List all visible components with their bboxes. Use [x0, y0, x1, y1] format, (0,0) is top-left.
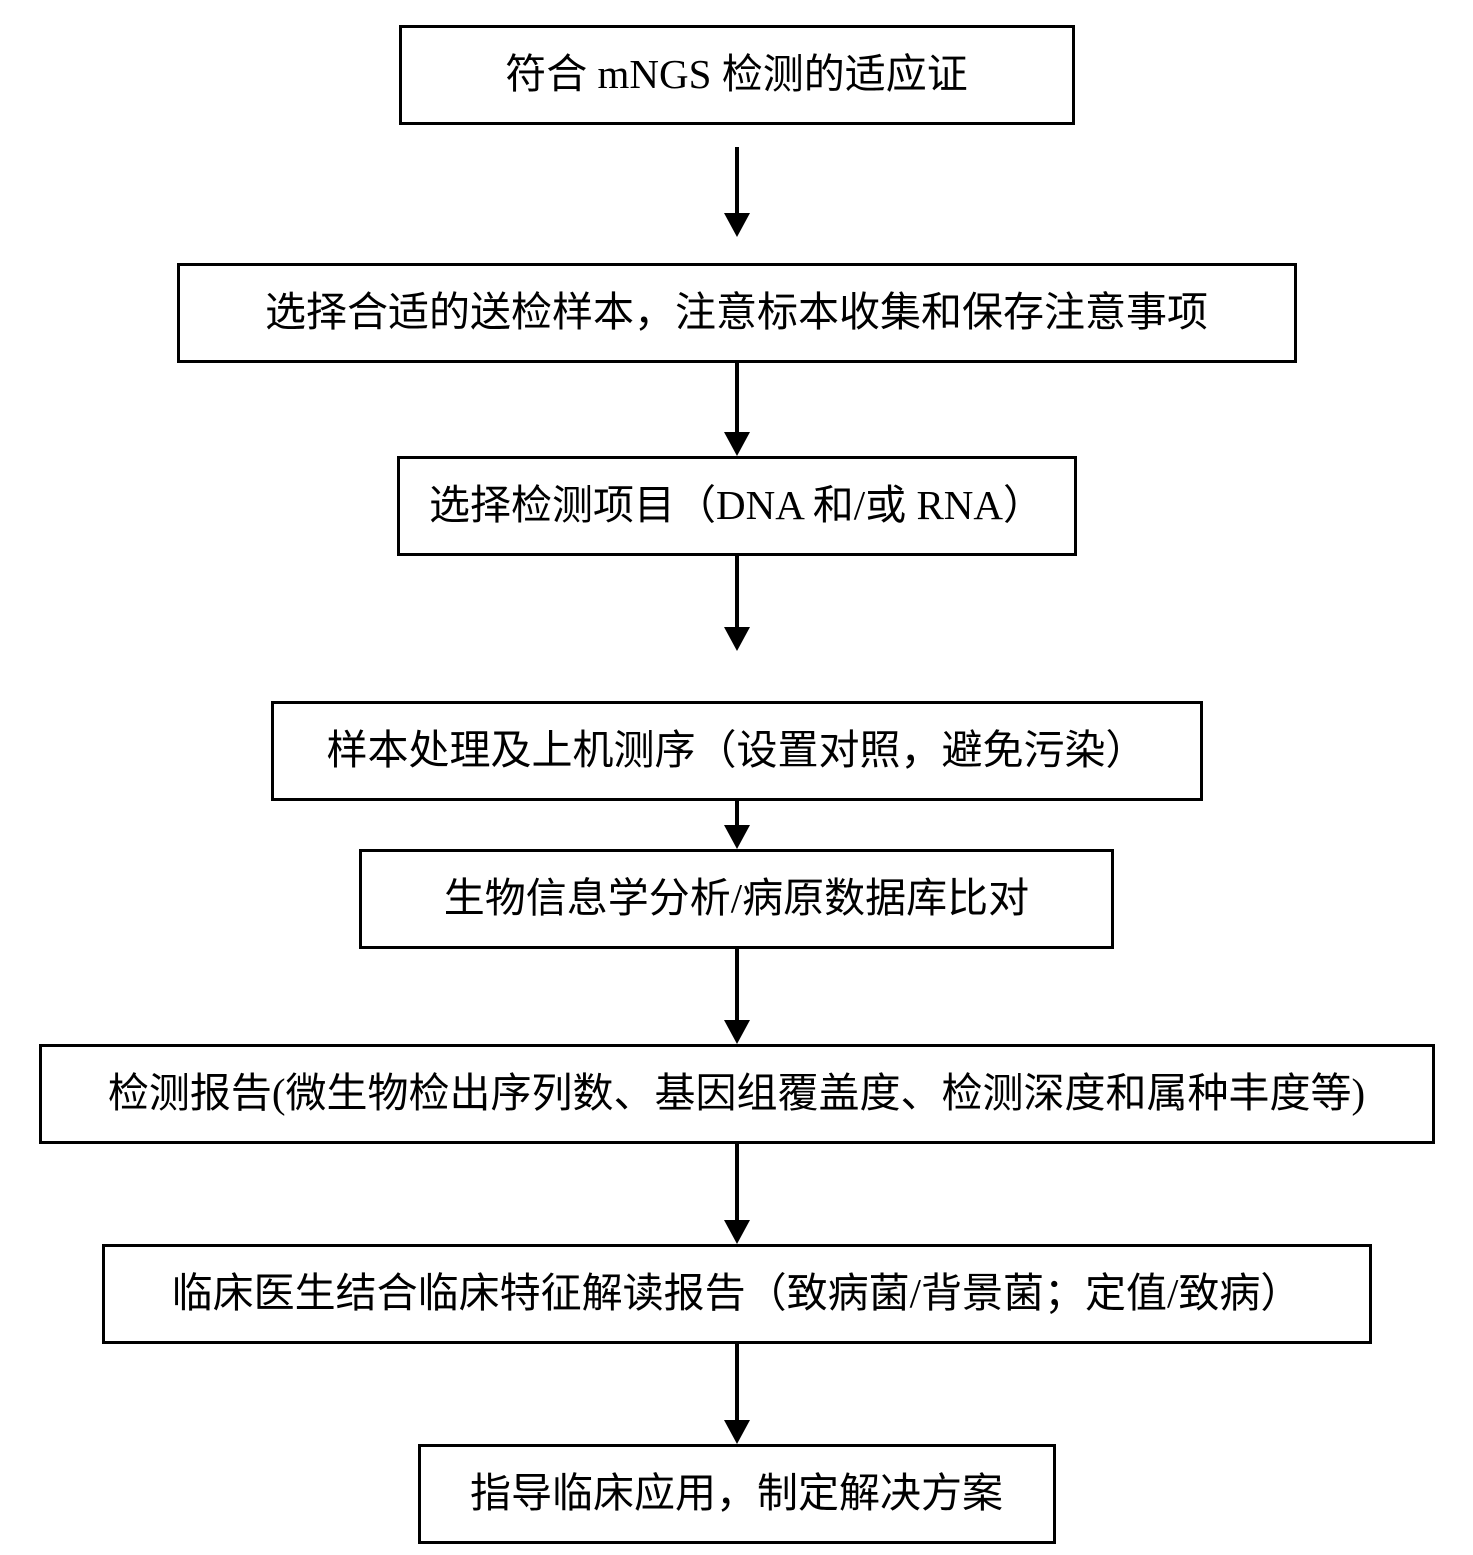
arrow-head-icon: [723, 432, 750, 456]
flowchart-step-5-label: 生物信息学分析/病原数据库比对: [443, 875, 1030, 922]
flowchart-step-1: 符合 mNGS 检测的适应证: [398, 25, 1075, 125]
flowchart-step-3-label: 选择检测项目（DNA 和/或 RNA）: [428, 482, 1045, 529]
arrow-shaft: [734, 147, 739, 213]
flowchart-step-6: 检测报告(微生物检出序列数、基因组覆盖度、检测深度和属种丰度等): [38, 1044, 1435, 1144]
arrow-head-icon: [723, 627, 750, 651]
flow-arrow-5: [723, 949, 750, 1044]
flowchart-step-8-label: 指导临床应用，制定解决方案: [470, 1470, 1003, 1517]
arrow-shaft: [734, 1144, 739, 1220]
arrow-shaft: [734, 556, 739, 627]
flowchart-step-2: 选择合适的送检样本，注意标本收集和保存注意事项: [176, 263, 1297, 363]
arrow-head-icon: [723, 213, 750, 237]
arrow-shaft: [734, 949, 739, 1020]
flowchart-step-2-label: 选择合适的送检样本，注意标本收集和保存注意事项: [265, 289, 1208, 336]
flow-arrow-1: [723, 125, 750, 263]
flowchart-step-7: 临床医生结合临床特征解读报告（致病菌/背景菌；定值/致病）: [101, 1244, 1372, 1344]
arrow-head-icon: [723, 1020, 750, 1044]
flowchart-step-6-label: 检测报告(微生物检出序列数、基因组覆盖度、检测深度和属种丰度等): [107, 1070, 1366, 1117]
flow-arrow-3: [723, 556, 750, 701]
flowchart-step-4-label: 样本处理及上机测序（设置对照，避免污染）: [326, 727, 1147, 774]
flow-arrow-2: [723, 363, 750, 456]
flowchart-step-7-label: 临床医生结合临床特征解读报告（致病菌/背景菌；定值/致病）: [171, 1270, 1302, 1317]
flowchart-step-8: 指导临床应用，制定解决方案: [417, 1444, 1056, 1544]
flowchart-step-1-label: 符合 mNGS 检测的适应证: [505, 51, 968, 98]
flow-arrow-7: [723, 1344, 750, 1444]
arrow-shaft: [734, 801, 739, 825]
arrow-head-icon: [723, 825, 750, 849]
arrow-shaft: [734, 1344, 739, 1420]
arrow-head-icon: [723, 1420, 750, 1444]
flowchart-step-3: 选择检测项目（DNA 和/或 RNA）: [396, 456, 1077, 556]
flow-arrow-4: [723, 801, 750, 849]
arrow-head-icon: [723, 1220, 750, 1244]
flowchart-step-4: 样本处理及上机测序（设置对照，避免污染）: [270, 701, 1203, 801]
flowchart-step-5: 生物信息学分析/病原数据库比对: [359, 849, 1114, 949]
arrow-shaft: [734, 363, 739, 432]
flow-arrow-6: [723, 1144, 750, 1244]
